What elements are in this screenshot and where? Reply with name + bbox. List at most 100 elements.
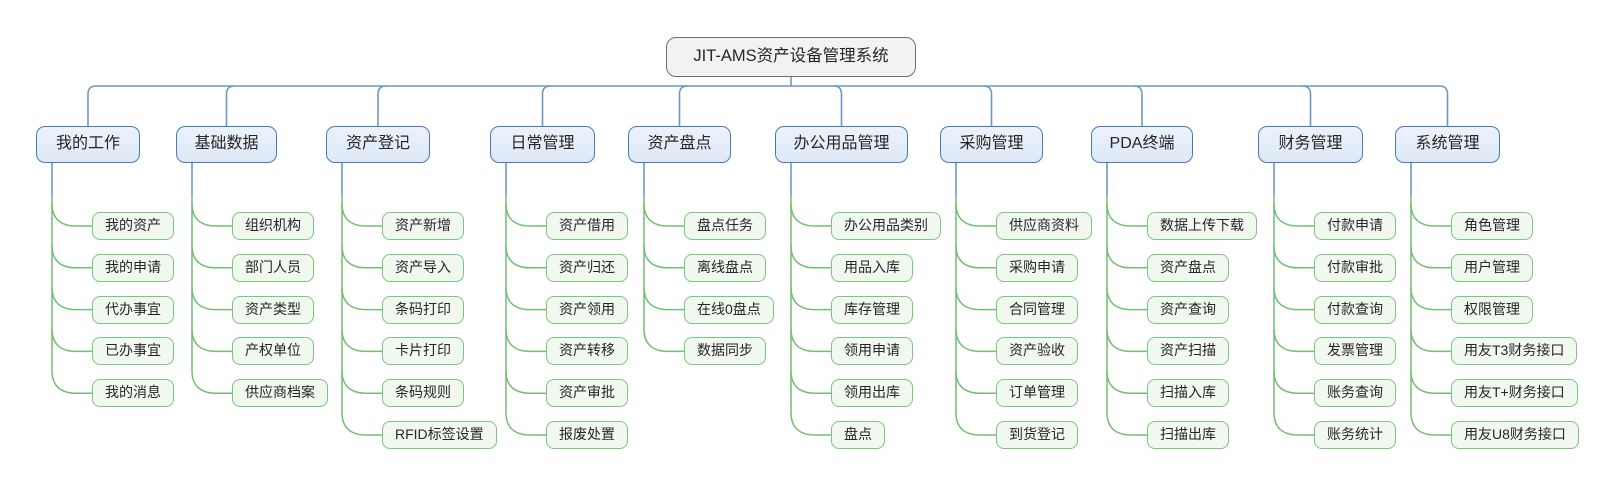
leaf-node[interactable]: 产权单位 bbox=[232, 337, 314, 366]
leaf-node[interactable]: 采购申请 bbox=[996, 253, 1078, 282]
leaf-node[interactable]: 盘点 bbox=[831, 421, 885, 449]
connector-leaf bbox=[1106, 412, 1147, 436]
branch-node[interactable]: 日常管理 bbox=[490, 126, 595, 163]
leaf-node[interactable]: 用品入库 bbox=[831, 253, 913, 282]
connector-leaf bbox=[955, 371, 996, 394]
branch-node[interactable]: 资产盘点 bbox=[628, 126, 731, 163]
leaf-node[interactable]: 盘点任务 bbox=[684, 212, 766, 240]
leaf-node[interactable]: RFID标签设置 bbox=[382, 421, 497, 449]
connector-leaf bbox=[505, 412, 546, 436]
leaf-node[interactable]: 办公用品类别 bbox=[831, 212, 941, 240]
leaf-node[interactable]: 角色管理 bbox=[1451, 212, 1533, 240]
leaf-node[interactable]: 账务查询 bbox=[1314, 379, 1396, 408]
connector-leaf bbox=[191, 371, 232, 394]
leaf-node[interactable]: 用友T3财务接口 bbox=[1451, 337, 1578, 366]
leaf-node[interactable]: 发票管理 bbox=[1314, 337, 1396, 366]
branch-node[interactable]: 系统管理 bbox=[1395, 126, 1500, 163]
leaf-node[interactable]: 订单管理 bbox=[996, 379, 1078, 408]
branch-node[interactable]: 财务管理 bbox=[1258, 126, 1363, 163]
branch-node[interactable]: 采购管理 bbox=[940, 126, 1043, 163]
leaf-node[interactable]: 组织机构 bbox=[232, 212, 314, 240]
leaf-node[interactable]: 扫描入库 bbox=[1147, 379, 1229, 408]
leaf-node[interactable]: 资产盘点 bbox=[1147, 253, 1229, 282]
leaf-node[interactable]: 资产借用 bbox=[546, 212, 628, 240]
leaf-node[interactable]: 库存管理 bbox=[831, 295, 913, 324]
leaf-node[interactable]: 我的消息 bbox=[92, 379, 174, 408]
connector-leaf bbox=[191, 203, 232, 227]
connector-leaf bbox=[191, 287, 232, 311]
connector-leaf bbox=[1273, 245, 1314, 269]
connector-leaf bbox=[191, 245, 232, 269]
leaf-node[interactable]: 领用申请 bbox=[831, 337, 913, 366]
leaf-node[interactable]: 领用出库 bbox=[831, 379, 913, 408]
connector-branch-drop bbox=[377, 85, 387, 126]
leaf-node[interactable]: 账务统计 bbox=[1314, 421, 1396, 449]
connector-leaf bbox=[643, 287, 684, 311]
connector-leaf bbox=[1273, 287, 1314, 311]
leaf-node[interactable]: 条码打印 bbox=[382, 295, 464, 324]
leaf-node[interactable]: 我的申请 bbox=[92, 253, 174, 282]
connector-leaf bbox=[341, 287, 382, 311]
branch-node[interactable]: 基础数据 bbox=[176, 126, 277, 163]
leaf-node[interactable]: 资产类型 bbox=[232, 295, 314, 324]
leaf-node[interactable]: 条码规则 bbox=[382, 379, 464, 408]
branch-node[interactable]: 资产登记 bbox=[326, 126, 430, 163]
connector-leaf bbox=[643, 329, 684, 353]
connector-branch-drop bbox=[678, 85, 688, 126]
connector-leaf bbox=[51, 245, 92, 269]
leaf-node[interactable]: 我的资产 bbox=[92, 212, 174, 240]
branch-node[interactable]: 办公用品管理 bbox=[775, 126, 908, 163]
leaf-node[interactable]: 权限管理 bbox=[1451, 295, 1533, 324]
connector-leaf bbox=[790, 371, 831, 394]
leaf-node[interactable]: 供应商资料 bbox=[996, 212, 1092, 240]
connector-leaf bbox=[790, 245, 831, 269]
leaf-node[interactable]: 卡片打印 bbox=[382, 337, 464, 366]
connector-leaf bbox=[790, 203, 831, 227]
leaf-node[interactable]: 资产扫描 bbox=[1147, 337, 1229, 366]
connector-branch-drop bbox=[1302, 85, 1312, 126]
leaf-node[interactable]: 数据上传下载 bbox=[1147, 212, 1257, 240]
leaf-node[interactable]: 用友T+财务接口 bbox=[1451, 379, 1578, 408]
connector-leaf bbox=[1410, 287, 1451, 311]
leaf-node[interactable]: 资产验收 bbox=[996, 337, 1078, 366]
connector-leaf bbox=[51, 203, 92, 227]
connector-leaf bbox=[955, 245, 996, 269]
leaf-node[interactable]: 合同管理 bbox=[996, 295, 1078, 324]
leaf-node[interactable]: 付款申请 bbox=[1314, 212, 1396, 240]
branch-node[interactable]: 我的工作 bbox=[36, 126, 140, 163]
branch-node[interactable]: PDA终端 bbox=[1091, 126, 1193, 163]
leaf-node[interactable]: 付款审批 bbox=[1314, 253, 1396, 282]
leaf-node[interactable]: 资产审批 bbox=[546, 379, 628, 408]
leaf-node[interactable]: 资产导入 bbox=[382, 253, 464, 282]
leaf-node[interactable]: 资产查询 bbox=[1147, 295, 1229, 324]
connector-leaf bbox=[51, 287, 92, 311]
connector-leaf bbox=[955, 412, 996, 436]
connector-leaf bbox=[1410, 203, 1451, 227]
connector-leaf bbox=[1106, 287, 1147, 311]
leaf-node[interactable]: 资产转移 bbox=[546, 337, 628, 366]
leaf-node[interactable]: 资产归还 bbox=[546, 253, 628, 282]
leaf-node[interactable]: 数据同步 bbox=[684, 337, 766, 366]
leaf-node[interactable]: 资产新增 bbox=[382, 212, 464, 240]
leaf-node[interactable]: 部门人员 bbox=[232, 253, 314, 282]
connector-branch-drop bbox=[1133, 85, 1143, 126]
connector-leaf bbox=[505, 371, 546, 394]
leaf-node[interactable]: 在线0盘点 bbox=[684, 295, 774, 324]
root-node[interactable]: JIT-AMS资产设备管理系统 bbox=[666, 37, 916, 77]
leaf-node[interactable]: 用友U8财务接口 bbox=[1451, 421, 1579, 449]
connector-leaf bbox=[955, 203, 996, 227]
leaf-node[interactable]: 资产领用 bbox=[546, 295, 628, 324]
leaf-node[interactable]: 到货登记 bbox=[996, 421, 1078, 449]
leaf-node[interactable]: 离线盘点 bbox=[684, 253, 766, 282]
connector-leaf bbox=[1410, 412, 1451, 436]
connector-leaf bbox=[1273, 371, 1314, 394]
leaf-node[interactable]: 扫描出库 bbox=[1147, 421, 1229, 449]
leaf-node[interactable]: 用户管理 bbox=[1451, 253, 1533, 282]
leaf-node[interactable]: 代办事宜 bbox=[92, 295, 174, 324]
leaf-node[interactable]: 已办事宜 bbox=[92, 337, 174, 366]
leaf-node[interactable]: 报废处置 bbox=[546, 421, 628, 449]
leaf-node[interactable]: 供应商档案 bbox=[232, 379, 328, 408]
leaf-node[interactable]: 付款查询 bbox=[1314, 295, 1396, 324]
connector-leaf bbox=[1410, 329, 1451, 353]
